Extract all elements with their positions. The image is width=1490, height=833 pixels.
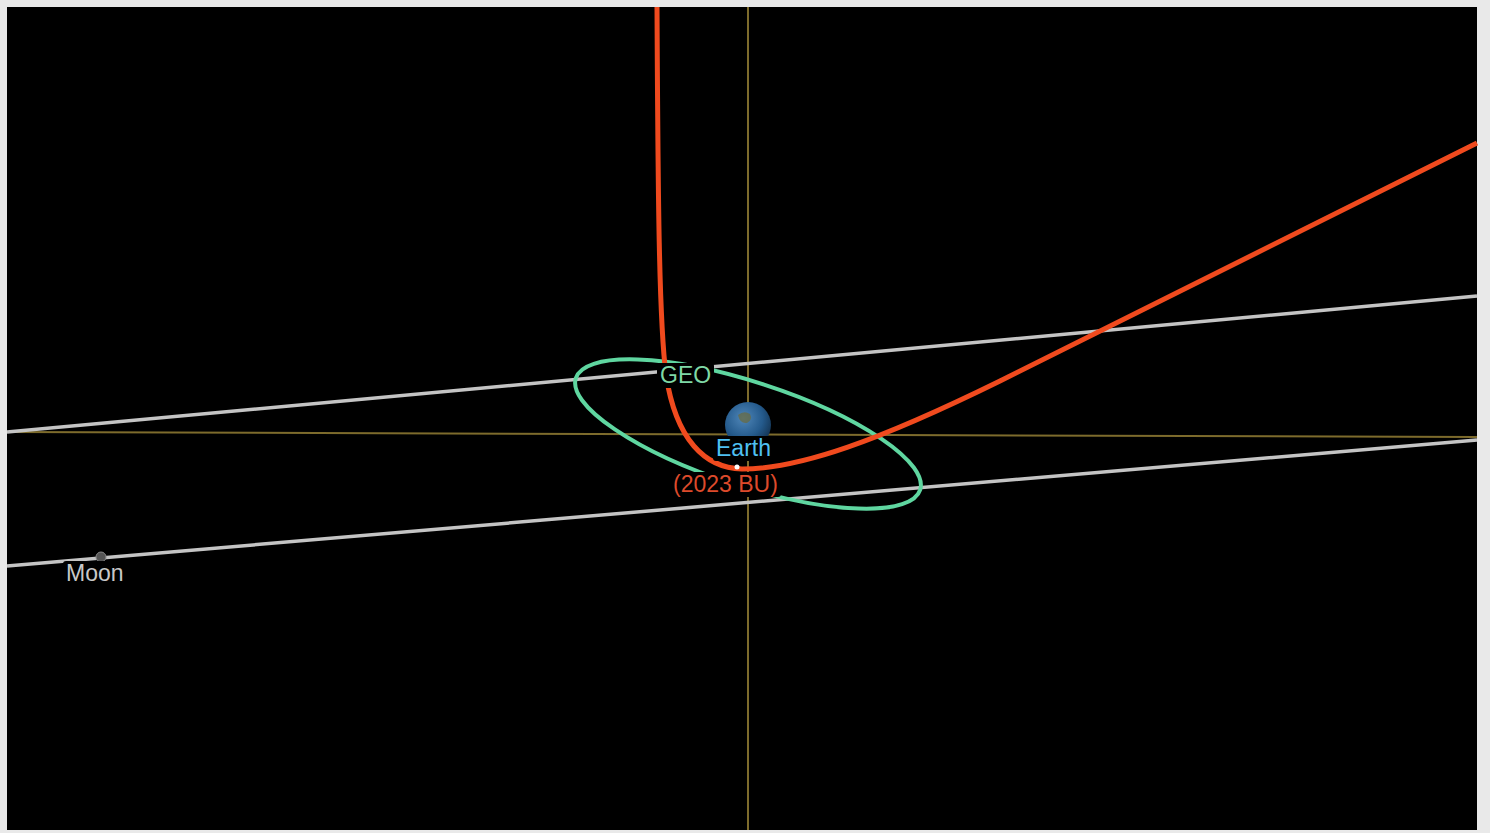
space-background: [7, 7, 1477, 830]
moon-label: Moon: [63, 561, 127, 586]
planet-label: Earth: [713, 436, 774, 461]
asteroid-trajectory: [657, 7, 1477, 469]
orbit-label: GEO: [657, 363, 714, 388]
asteroid-marker: [735, 465, 740, 470]
asteroid-label: (2023 BU): [670, 472, 781, 497]
earth-land: [738, 412, 751, 423]
